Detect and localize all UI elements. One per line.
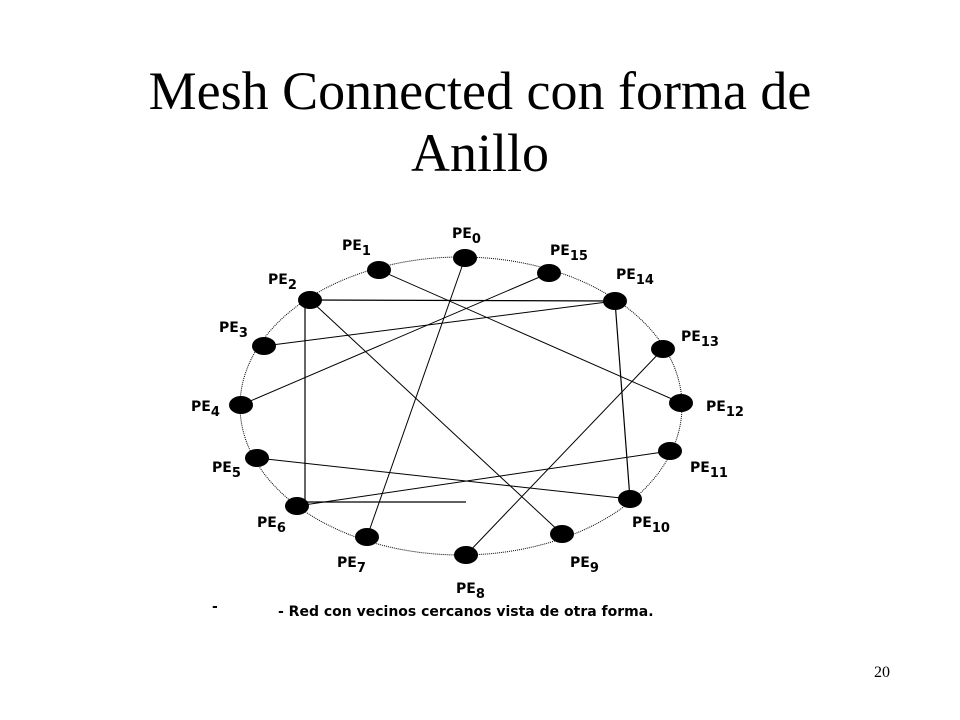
pe-node-3 [252, 337, 276, 355]
diagram-caption: - Red con vecinos cercanos vista de otra… [278, 604, 654, 620]
pe-node-9 [550, 525, 574, 543]
pe-label-4: PE4 [191, 399, 220, 420]
title-line-2: Anillo [410, 123, 549, 183]
caption-dash: - [212, 599, 218, 615]
mesh-edge [309, 299, 616, 302]
pe-node-11 [658, 442, 682, 460]
mesh-edge [378, 269, 682, 404]
pe-node-15 [537, 264, 561, 282]
pe-label-2: PE2 [268, 272, 297, 293]
pe-label-9: PE9 [570, 555, 599, 576]
mesh-edge [296, 450, 671, 507]
pe-node-4 [229, 396, 253, 414]
pe-label-1: PE1 [342, 238, 371, 259]
pe-label-14: PE14 [616, 267, 654, 288]
pe-label-15: PE15 [550, 243, 588, 264]
pe-node-6 [285, 497, 309, 515]
pe-node-10 [618, 490, 642, 508]
pe-node-2 [298, 291, 322, 309]
pe-node-1 [367, 261, 391, 279]
pe-label-11: PE11 [690, 460, 728, 481]
mesh-edge [256, 457, 631, 500]
mesh-edge [240, 272, 550, 406]
pe-node-14 [603, 292, 627, 310]
mesh-edge [614, 300, 631, 500]
pe-node-13 [651, 340, 675, 358]
pe-node-12 [669, 394, 693, 412]
pe-label-8: PE8 [456, 581, 485, 602]
pe-label-6: PE6 [257, 515, 286, 536]
title-line-1: Mesh Connected con forma de [148, 61, 812, 121]
pe-nodes [229, 249, 693, 564]
pe-label-7: PE7 [337, 555, 366, 576]
mesh-edge [309, 299, 563, 535]
pe-label-12: PE12 [706, 399, 744, 420]
mesh-edges [240, 257, 682, 556]
page-number: 20 [874, 664, 890, 681]
pe-node-8 [454, 546, 478, 564]
slide-title: Mesh Connected con forma de Anillo [0, 60, 960, 184]
pe-label-5: PE5 [212, 460, 241, 481]
pe-label-10: PE10 [632, 515, 670, 536]
pe-label-0: PE0 [452, 226, 481, 247]
pe-node-5 [245, 449, 269, 467]
pe-label-13: PE13 [681, 329, 719, 350]
mesh-edge [366, 257, 466, 538]
pe-node-0 [453, 249, 477, 267]
mesh-edge [465, 348, 664, 556]
pe-label-3: PE3 [219, 320, 248, 341]
pe-node-7 [355, 528, 379, 546]
mesh-edge [263, 300, 616, 347]
